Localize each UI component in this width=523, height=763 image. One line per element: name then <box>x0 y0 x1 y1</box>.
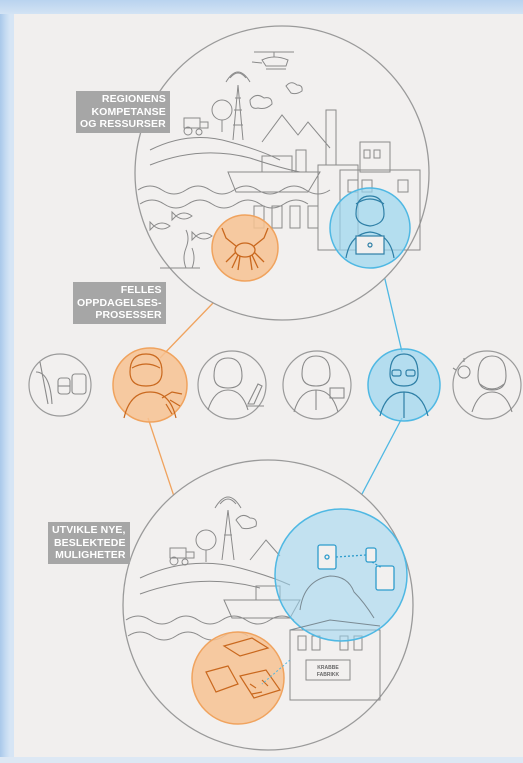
region-circle <box>134 25 430 321</box>
bottom-frame <box>0 757 523 763</box>
label-develop-line2: BESLEKTEDE <box>53 536 126 549</box>
person-circle-businessman <box>282 350 352 420</box>
label-develop-line1: UTVIKLE NYE, <box>52 524 126 536</box>
label-develop-opportunities: UTVIKLE NYE, BESLEKTEDE MULIGHETER <box>48 522 130 564</box>
crab-icon <box>221 227 269 271</box>
person-circle-seafood-products <box>28 353 92 417</box>
tablet-icon <box>317 544 337 570</box>
crab-expert-icon <box>123 353 183 419</box>
top-frame <box>0 0 523 14</box>
crab-boxes-icon <box>205 637 281 699</box>
phone-icon <box>365 547 377 563</box>
label-region-line1: REGIONENS <box>101 93 166 105</box>
tree-icon <box>211 99 233 132</box>
tractor-icon <box>183 117 209 136</box>
person-circle-it-developer <box>367 348 441 422</box>
label-discovery-processes: FELLES OPPDAGELSES- PROSESSER <box>73 282 166 324</box>
label-discovery-line1: FELLES <box>120 284 162 296</box>
radio-tower-icon <box>214 496 242 561</box>
person-circle-crab-expert <box>112 347 188 423</box>
it-developer-icon <box>379 353 429 418</box>
person-circle-idea <box>452 350 522 420</box>
label-region-line2: KOMPETANSE <box>91 105 166 118</box>
crab-circle-top <box>211 214 279 282</box>
seafood-products-icon <box>35 361 87 405</box>
researcher-microscope-icon <box>207 357 264 411</box>
fish-icon <box>149 210 213 242</box>
people-row <box>28 347 522 423</box>
factory-sign-line2: FABRIKK <box>317 672 340 678</box>
businessman-icon <box>293 355 345 413</box>
label-discovery-line2: OPPDAGELSES- <box>77 296 162 309</box>
crab-products-circle <box>191 631 285 725</box>
laptop-person-icon <box>345 195 395 259</box>
person-circle-researcher <box>197 350 267 420</box>
digital-circle-bottom <box>274 508 408 642</box>
label-region-line3: OG RESSURSER <box>80 118 166 130</box>
tablet-icon-right <box>375 565 395 591</box>
label-discovery-line3: PROSESSER <box>95 309 162 321</box>
factory-sign-line1: KRABBE <box>317 665 339 671</box>
radio-tower-icon <box>225 71 251 141</box>
ship-icon <box>227 149 321 193</box>
label-develop-line3: MULIGHETER <box>55 549 126 561</box>
label-region-resources: REGIONENS KOMPETANSE OG RESSURSER <box>76 91 170 133</box>
person-laptop-silhouette <box>289 575 381 631</box>
helicopter-icon <box>251 51 294 70</box>
idea-person-icon <box>452 355 513 413</box>
developer-circle-top <box>329 187 411 269</box>
